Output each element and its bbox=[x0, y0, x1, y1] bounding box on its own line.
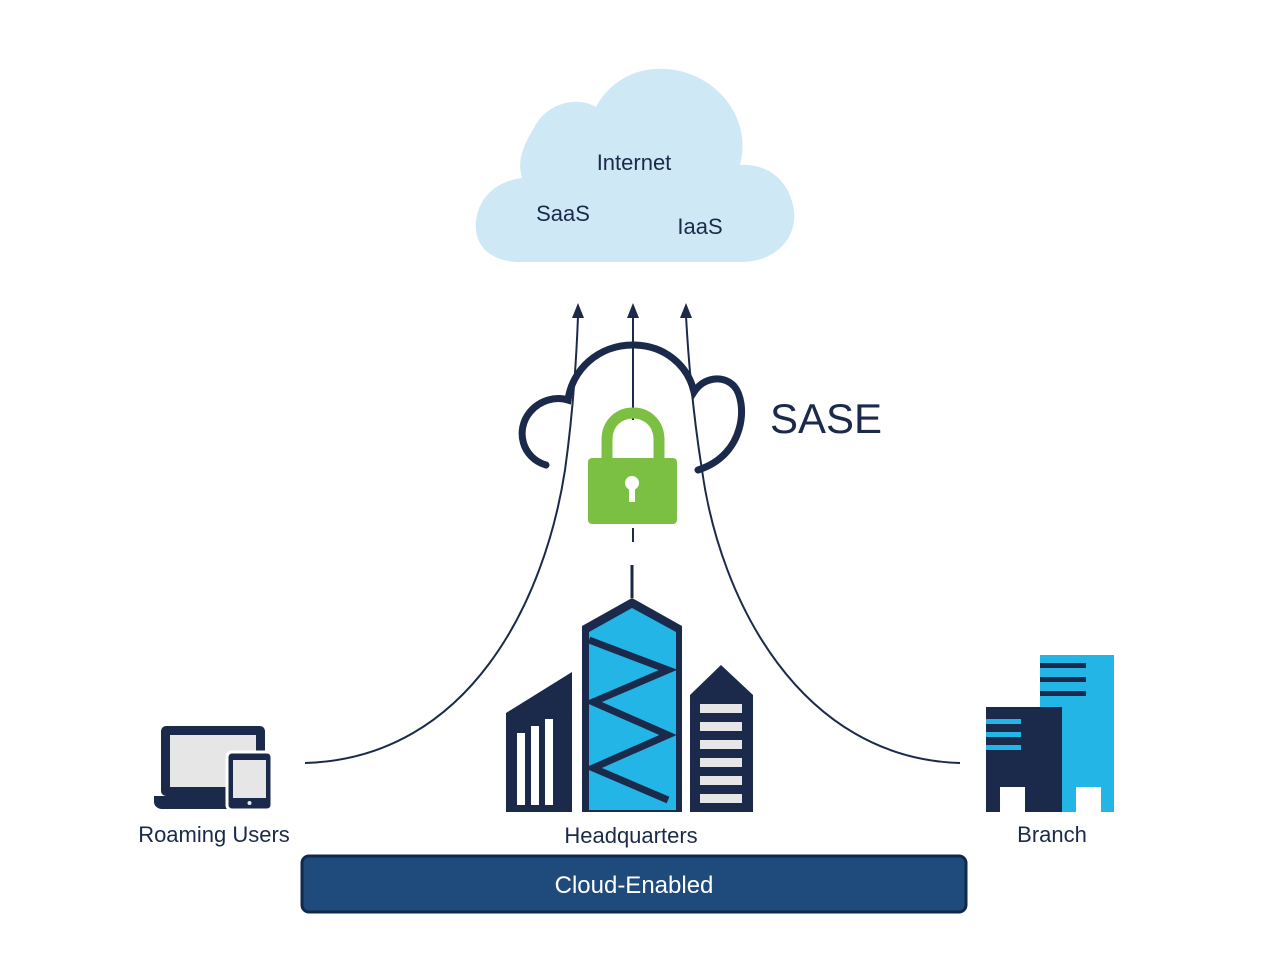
internet-cloud: Internet SaaS IaaS bbox=[475, 68, 795, 262]
cloud-enabled-label: Cloud-Enabled bbox=[555, 872, 714, 899]
arrow-up-icon bbox=[572, 303, 584, 318]
upward-arrows bbox=[572, 303, 692, 318]
hq-building-left bbox=[506, 672, 572, 812]
roaming-users-label: Roaming Users bbox=[138, 822, 290, 847]
branch-label: Branch bbox=[1017, 822, 1087, 847]
hq-building-right bbox=[690, 665, 753, 812]
sase-label: SASE bbox=[770, 395, 882, 442]
cloud-enabled-bar-background bbox=[300, 854, 968, 914]
cloud-outline-icon bbox=[518, 341, 746, 474]
arrow-up-icon bbox=[627, 303, 639, 318]
arrow-up-icon bbox=[680, 303, 692, 318]
office-buildings-icon bbox=[506, 598, 753, 812]
tablet-icon bbox=[225, 750, 274, 812]
lock-shackle bbox=[601, 407, 665, 462]
cloud-enabled-bar: Cloud-Enabled bbox=[300, 854, 968, 914]
cloud-label-internet: Internet bbox=[597, 150, 672, 175]
branch-building-front bbox=[986, 707, 1062, 812]
roaming-users-devices bbox=[154, 726, 274, 812]
sase-cloud: SASE bbox=[518, 341, 882, 474]
hq-building-tower bbox=[582, 598, 682, 812]
keyhole-icon bbox=[625, 476, 639, 490]
headquarters-label: Headquarters bbox=[564, 823, 697, 848]
lock-icon bbox=[588, 407, 677, 524]
cloud-label-saas: SaaS bbox=[536, 201, 590, 226]
keyhole-slot bbox=[629, 486, 635, 502]
cloud-label-iaas: IaaS bbox=[677, 214, 722, 239]
branch-buildings-icon bbox=[986, 655, 1114, 812]
cloud-icon bbox=[475, 68, 795, 262]
